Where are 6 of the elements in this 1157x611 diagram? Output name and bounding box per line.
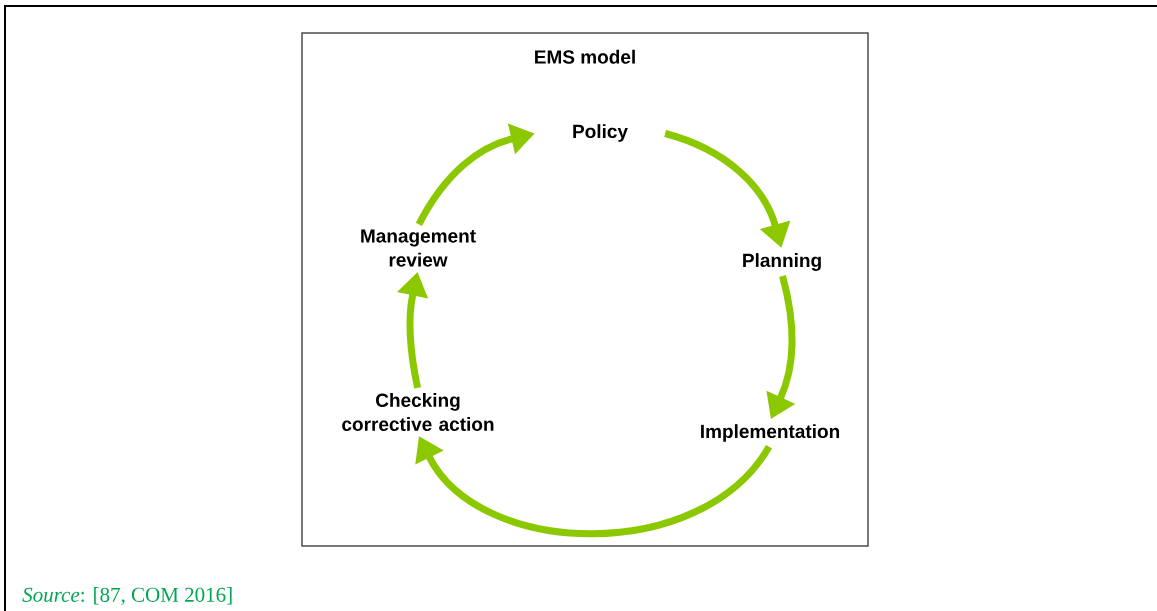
stage-label: Policy xyxy=(573,124,628,142)
source-caption: Source: [87, COM 2016] xyxy=(22,587,232,605)
stage-label: Checking corrective action xyxy=(342,393,494,431)
stage-label: Management review xyxy=(361,229,476,267)
stage-label: Implementation xyxy=(701,424,840,442)
stage-label: Planning xyxy=(743,253,821,271)
